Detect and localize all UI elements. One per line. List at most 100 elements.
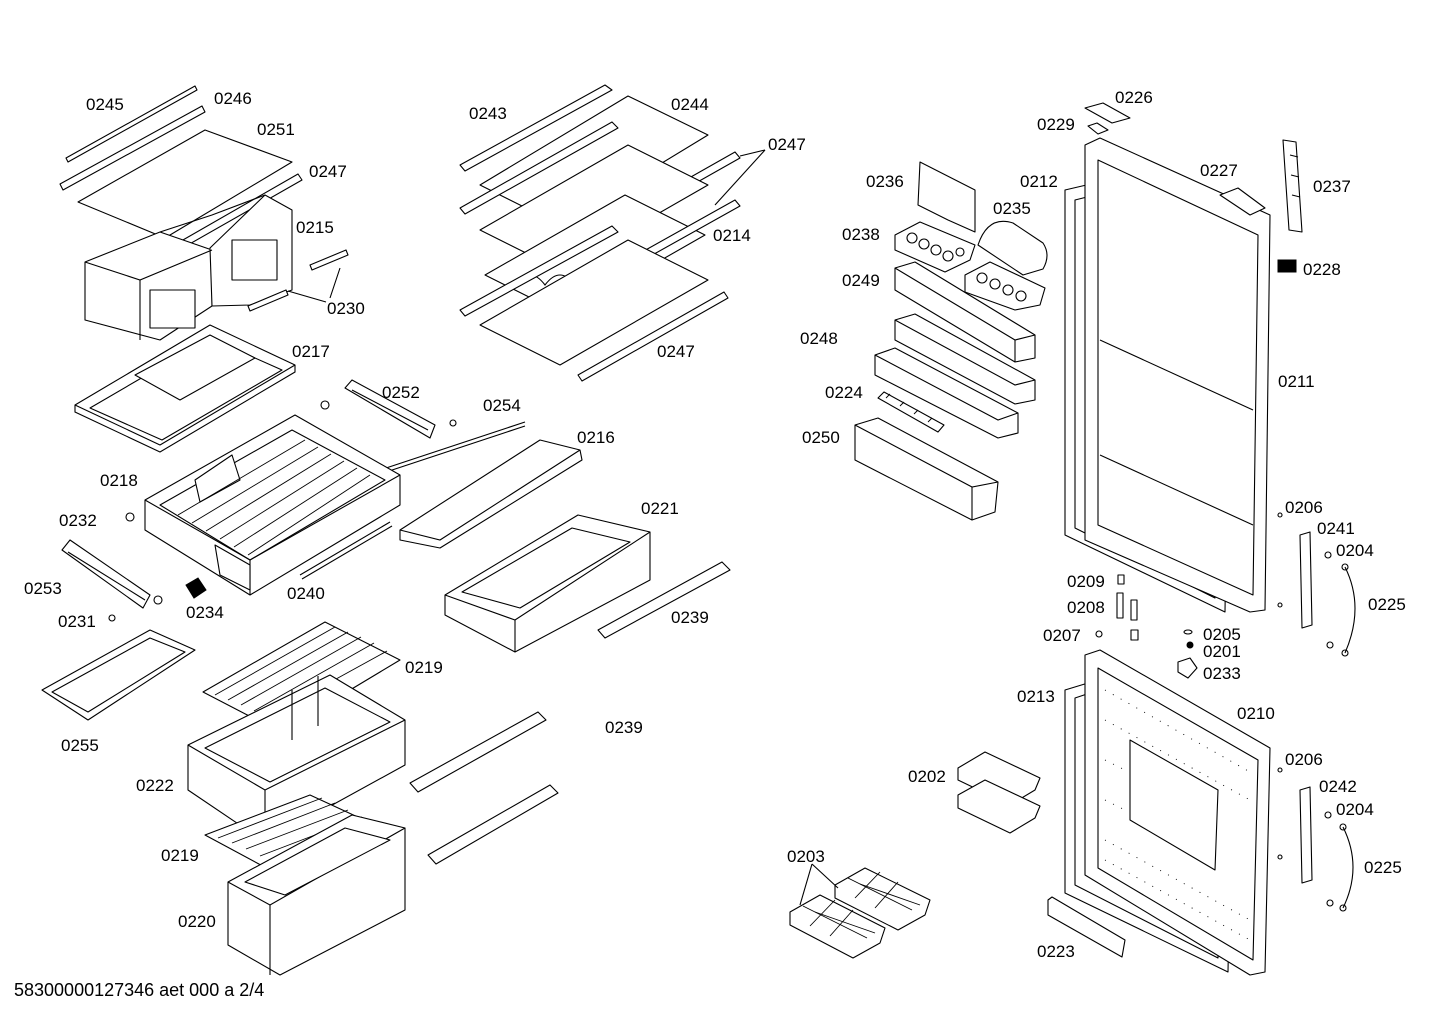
hardware-0233 [1177, 657, 1198, 679]
label-0205: 0205 [1203, 625, 1241, 644]
label-0246: 0246 [214, 89, 252, 108]
label-0214: 0214 [713, 226, 751, 245]
fastener-0232 [125, 400, 457, 605]
panel-0223 [1047, 896, 1126, 958]
label-0227: 0227 [1200, 161, 1238, 180]
door-shelf-0248-b [874, 347, 1019, 439]
label-0244: 0244 [671, 95, 709, 114]
label-0236: 0236 [866, 172, 904, 191]
label-0213: 0213 [1017, 687, 1055, 706]
crisper-lid-frame-0217 [74, 324, 296, 453]
label-0247-b: 0247 [768, 135, 806, 154]
label-0242: 0242 [1319, 777, 1357, 796]
glass-shelf-lower [479, 239, 709, 366]
label-0202: 0202 [908, 767, 946, 786]
label-0252: 0252 [382, 383, 420, 402]
screws-lower [1277, 767, 1354, 912]
label-0210: 0210 [1237, 704, 1275, 723]
label-0253: 0253 [24, 579, 62, 598]
hinge-cover-0227 [1219, 187, 1266, 216]
clip-0229 [1087, 122, 1109, 135]
label-0255: 0255 [61, 736, 99, 755]
rod-0240 [299, 521, 393, 580]
label-0215: 0215 [296, 218, 334, 237]
label-0243: 0243 [469, 104, 507, 123]
label-0239-b: 0239 [605, 718, 643, 737]
ice-tray-0203-a [834, 867, 931, 931]
label-0226: 0226 [1115, 88, 1153, 107]
label-0219-a: 0219 [405, 658, 443, 677]
label-0254: 0254 [483, 396, 521, 415]
drawer-rail-0239-lower-b [427, 784, 559, 865]
trim-strip-0243 [459, 84, 613, 172]
freezer-drawer-0220 [227, 814, 406, 976]
label-0208: 0208 [1067, 598, 1105, 617]
hardware-0207 [1095, 630, 1103, 638]
label-0231: 0231 [58, 612, 96, 631]
tray-0255 [41, 629, 196, 721]
drawer-rail-0239-lower-a [409, 711, 547, 793]
label-0234: 0234 [186, 603, 224, 622]
hardware-0201 [1186, 641, 1194, 649]
label-0212: 0212 [1020, 172, 1058, 191]
bracket-0234 [185, 577, 207, 599]
label-0245: 0245 [86, 95, 124, 114]
small-trim-strips-0230 [247, 249, 349, 312]
vegetable-drawer-0221 [444, 514, 651, 653]
glass-shelf-0251 [77, 129, 293, 239]
label-0230: 0230 [327, 299, 365, 318]
hinge-cover-0226 [1084, 102, 1131, 124]
freezer-drawer-0218 [144, 414, 401, 596]
label-0204-b: 0204 [1336, 800, 1374, 819]
drawer-rail-0253 [61, 539, 151, 609]
cold-pack-0202 [957, 751, 1041, 834]
label-0217: 0217 [292, 342, 330, 361]
shelf-trim-strip-0246 [59, 105, 206, 191]
label-0209: 0209 [1067, 572, 1105, 591]
butter-compartment-0235 [977, 220, 1048, 276]
label-0233: 0233 [1203, 664, 1241, 683]
label-0219-b: 0219 [161, 846, 199, 865]
label-0235: 0235 [993, 199, 1031, 218]
label-0206-b: 0206 [1285, 750, 1323, 769]
label-0222: 0222 [136, 776, 174, 795]
label-0220: 0220 [178, 912, 216, 931]
label-0201: 0201 [1203, 642, 1241, 661]
label-0223: 0223 [1037, 942, 1075, 961]
label-0204-a: 0204 [1336, 541, 1374, 560]
door-hinge-0237 [1282, 139, 1303, 233]
door-handle-0241 [1299, 531, 1313, 629]
hardware-0209 [1117, 574, 1125, 585]
door-handle-0242 [1299, 786, 1313, 884]
label-0218: 0218 [100, 471, 138, 490]
hardware-0208 [1116, 592, 1139, 641]
door-shelf-0249 [894, 261, 1036, 363]
label-0247-c: 0247 [657, 342, 695, 361]
label-0228: 0228 [1303, 260, 1341, 279]
egg-tray-0238 [894, 221, 976, 273]
label-0250: 0250 [802, 428, 840, 447]
label-0232: 0232 [59, 511, 97, 530]
door-shelf-0248-a [894, 313, 1036, 405]
ice-tray-0203-b [789, 894, 886, 959]
hardware-0205 [1183, 629, 1193, 635]
label-0203: 0203 [787, 847, 825, 866]
label-0225-a: 0225 [1368, 595, 1406, 614]
label-0239-a: 0239 [671, 608, 709, 627]
bottle-divider-0224 [877, 391, 945, 433]
label-0206-a: 0206 [1285, 498, 1323, 517]
label-0229: 0229 [1037, 115, 1075, 134]
label-0207: 0207 [1043, 626, 1081, 645]
drawing-number: 58300000127346 aet 000 a 2/4 [14, 980, 265, 1000]
freezer-drawer-0222 [187, 674, 406, 843]
drawer-rail-0252 [344, 379, 436, 439]
rod-0254 [379, 421, 526, 475]
label-0211: 0211 [1278, 372, 1315, 391]
label-0248: 0248 [800, 329, 838, 348]
screws-upper [1277, 512, 1356, 657]
label-0238: 0238 [842, 225, 880, 244]
label-0224: 0224 [825, 383, 863, 402]
drawer-rail-0239-upper [597, 561, 731, 639]
fridge-door-0211 [1084, 137, 1271, 613]
drawer-cover-0216 [399, 439, 583, 549]
